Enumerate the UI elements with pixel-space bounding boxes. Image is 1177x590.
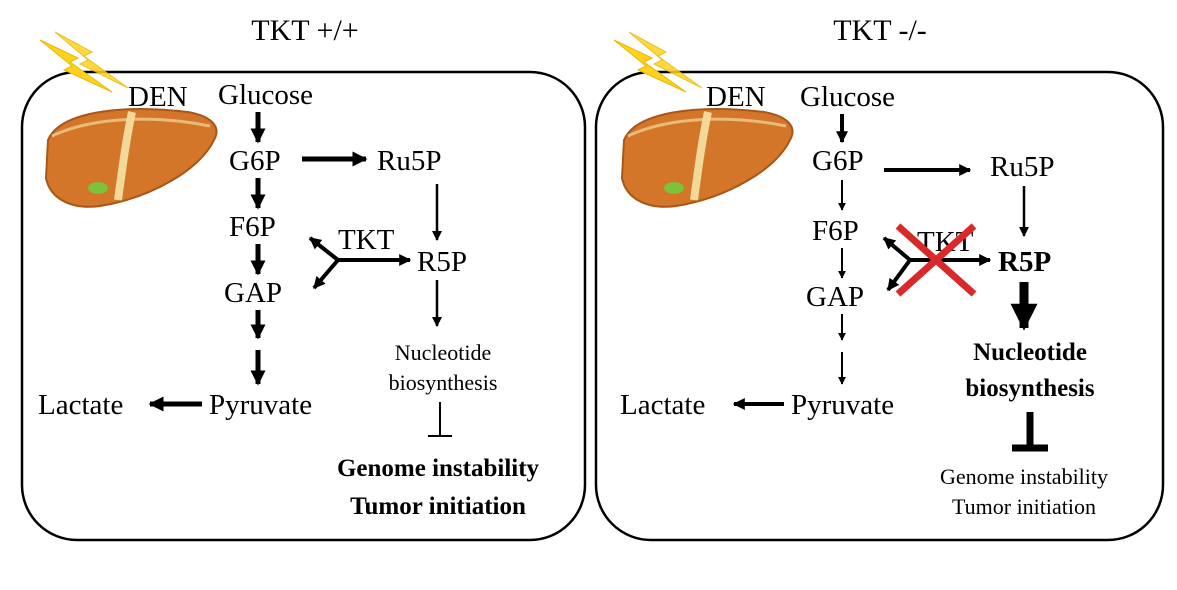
right-arrow-tkt-f6p bbox=[882, 236, 912, 262]
lightning-bolt-icon bbox=[613, 31, 703, 93]
right-r5p: R5P bbox=[998, 246, 1051, 278]
right-arrow-tkt-gap bbox=[886, 258, 912, 292]
right-lactate: Lactate bbox=[620, 389, 705, 421]
right-stimulus-label: DEN bbox=[706, 81, 766, 113]
lightning-bolt-icon bbox=[39, 31, 129, 93]
right-outcome-line1: Genome instability bbox=[940, 464, 1108, 489]
right-ru5p: Ru5P bbox=[990, 151, 1054, 183]
right-arrows bbox=[732, 114, 1048, 452]
left-glucose: Glucose bbox=[218, 79, 313, 111]
right-f6p: F6P bbox=[812, 215, 859, 247]
left-arrow-tkt-gap bbox=[312, 258, 340, 290]
left-stimulus-label: DEN bbox=[128, 81, 188, 113]
left-nucleotide-line2: biosynthesis bbox=[389, 370, 498, 395]
left-arrow-tkt-f6p bbox=[308, 236, 340, 262]
right-outcome-line2: Tumor initiation bbox=[952, 494, 1096, 519]
left-panel: TKT +/+ DEN Glucose G6P Ru5P F6P TKT R5P… bbox=[20, 14, 587, 542]
right-gap: GAP bbox=[806, 281, 864, 313]
left-arrows bbox=[148, 112, 452, 437]
left-pyruvate: Pyruvate bbox=[209, 389, 312, 421]
right-panel-border bbox=[594, 70, 1165, 542]
left-r5p: R5P bbox=[417, 246, 467, 278]
right-pyruvate: Pyruvate bbox=[791, 389, 894, 421]
liver-icon bbox=[620, 108, 794, 208]
left-nucleotide-line1: Nucleotide bbox=[395, 340, 492, 365]
right-g6p: G6P bbox=[812, 145, 864, 177]
left-outcome-line2: Tumor initiation bbox=[350, 493, 526, 520]
right-glucose: Glucose bbox=[800, 81, 895, 113]
right-nucleotide-line1: Nucleotide bbox=[973, 339, 1087, 366]
left-panel-border bbox=[20, 70, 587, 542]
right-nucleotide-line2: biosynthesis bbox=[965, 375, 1094, 402]
liver-icon bbox=[44, 108, 218, 208]
red-cross-icon bbox=[895, 223, 977, 297]
left-gap: GAP bbox=[224, 277, 282, 309]
left-f6p: F6P bbox=[229, 211, 276, 243]
right-panel: TKT -/- DEN Glucose G6P Ru5P F6P TKT R5P… bbox=[594, 14, 1165, 542]
left-ru5p: Ru5P bbox=[377, 145, 441, 177]
left-lactate: Lactate bbox=[38, 389, 123, 421]
left-panel-title: TKT +/+ bbox=[251, 14, 358, 47]
left-tkt: TKT bbox=[338, 224, 395, 256]
left-g6p: G6P bbox=[229, 145, 281, 177]
left-outcome-line1: Genome instability bbox=[337, 455, 540, 482]
right-panel-title: TKT -/- bbox=[833, 14, 927, 47]
